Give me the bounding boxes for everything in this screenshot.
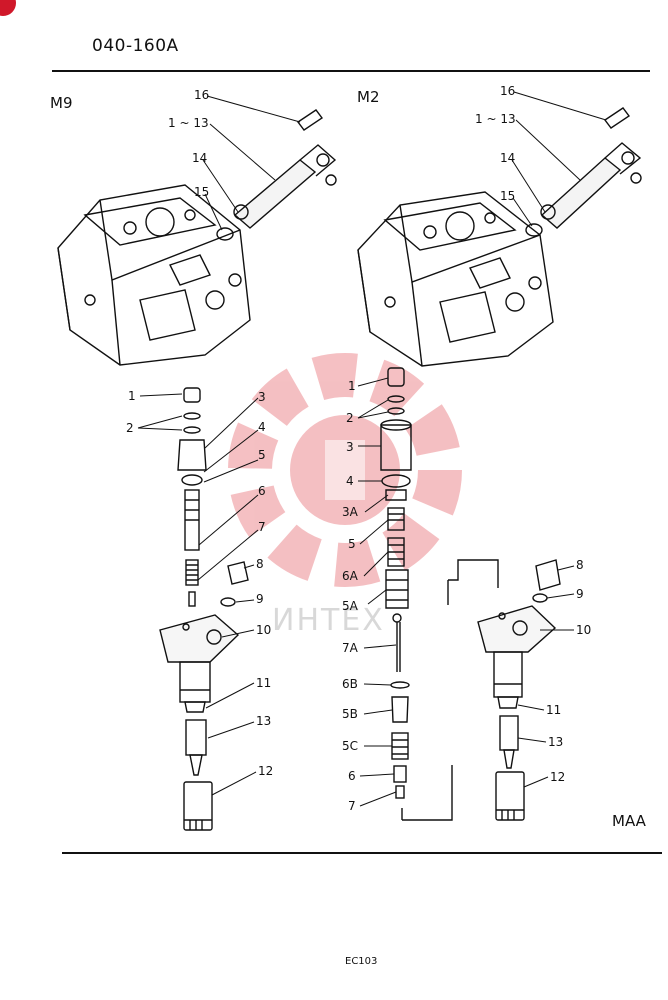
callout-m2-head-15: 15 [500,189,515,203]
m2-injector-leaders [357,377,397,807]
callout-m2-inj-7: 7 [348,799,356,813]
corner-marker [0,0,16,16]
callout-m9-inj-6: 6 [258,484,266,498]
m9-head-callouts [202,95,301,231]
bottom-rule [62,852,662,854]
m9-cylinder-head [57,184,251,366]
callout-m2-inj-5: 5 [348,537,356,551]
view-label-maa: MAA [612,812,646,830]
callout-m9-inj-13: 13 [256,714,271,728]
callout-m2-inj-4: 4 [346,474,354,488]
m2-injector-parts [380,367,499,821]
callout-m9-inj-10: 10 [256,623,271,637]
view-label-m2: M2 [357,88,380,106]
callout-m2-inj-6b: 6B [342,677,358,691]
page-code: 040-160A [92,36,179,56]
callout-m9-head-16: 16 [194,88,209,102]
callout-maa-inj-9: 9 [576,587,584,601]
callout-m2-inj-5a: 5A [342,599,359,613]
top-rule [52,70,650,72]
maa-injector-leaders [517,565,575,788]
m9-injector-leaders [137,393,259,796]
callout-m2-inj-5c: 5C [342,739,358,753]
callout-maa-inj-8: 8 [576,558,584,572]
callout-m9-inj-4: 4 [258,420,266,434]
callout-m9-inj-5: 5 [258,448,266,462]
callout-m9-head-14: 14 [192,151,207,165]
callout-m2-head-16: 16 [500,84,515,98]
callout-maa-inj-13: 13 [548,735,563,749]
callout-m9-inj-7: 7 [258,520,266,534]
callout-m2-inj-1: 1 [348,379,356,393]
callout-m9-inj-9: 9 [256,592,264,606]
m9-injector-parts [159,387,249,831]
callout-m9-inj-11: 11 [256,676,271,690]
m2-head-injector [525,107,642,237]
callout-m2-inj-2: 2 [346,411,354,425]
watermark-text: ИНТЕХ [272,603,385,638]
callout-m2-inj-5b: 5B [342,707,358,721]
callout-maa-inj-11: 11 [546,703,561,717]
view-label-m9: M9 [50,94,73,112]
footer-code: EC103 [345,956,378,967]
maa-injector-parts [477,559,561,821]
callout-m2-head-14: 14 [500,151,515,165]
callout-m9-head-15: 15 [194,185,209,199]
callout-m2-inj-3a: 3A [342,505,359,519]
callout-maa-inj-12: 12 [550,770,565,784]
m2-head-callouts [511,91,607,227]
callout-m9-inj-12: 12 [258,764,273,778]
callout-m9-inj-8: 8 [256,557,264,571]
watermark-logo [228,353,462,587]
m9-head-injector [216,109,337,241]
callout-m9-inj-3: 3 [258,390,266,404]
callout-m2-inj-3: 3 [346,440,354,454]
callout-m9-head-1-13: 1 ~ 13 [168,116,209,130]
callout-m9-inj-2: 2 [126,421,134,435]
callout-m2-inj-6a: 6A [342,569,359,583]
callout-m2-head-1-13: 1 ~ 13 [475,112,516,126]
callout-maa-inj-10: 10 [576,623,591,637]
m2-cylinder-head [357,191,554,367]
callout-m9-inj-1: 1 [128,389,136,403]
callout-m2-inj-6: 6 [348,769,356,783]
callout-m2-inj-7a: 7A [342,641,359,655]
